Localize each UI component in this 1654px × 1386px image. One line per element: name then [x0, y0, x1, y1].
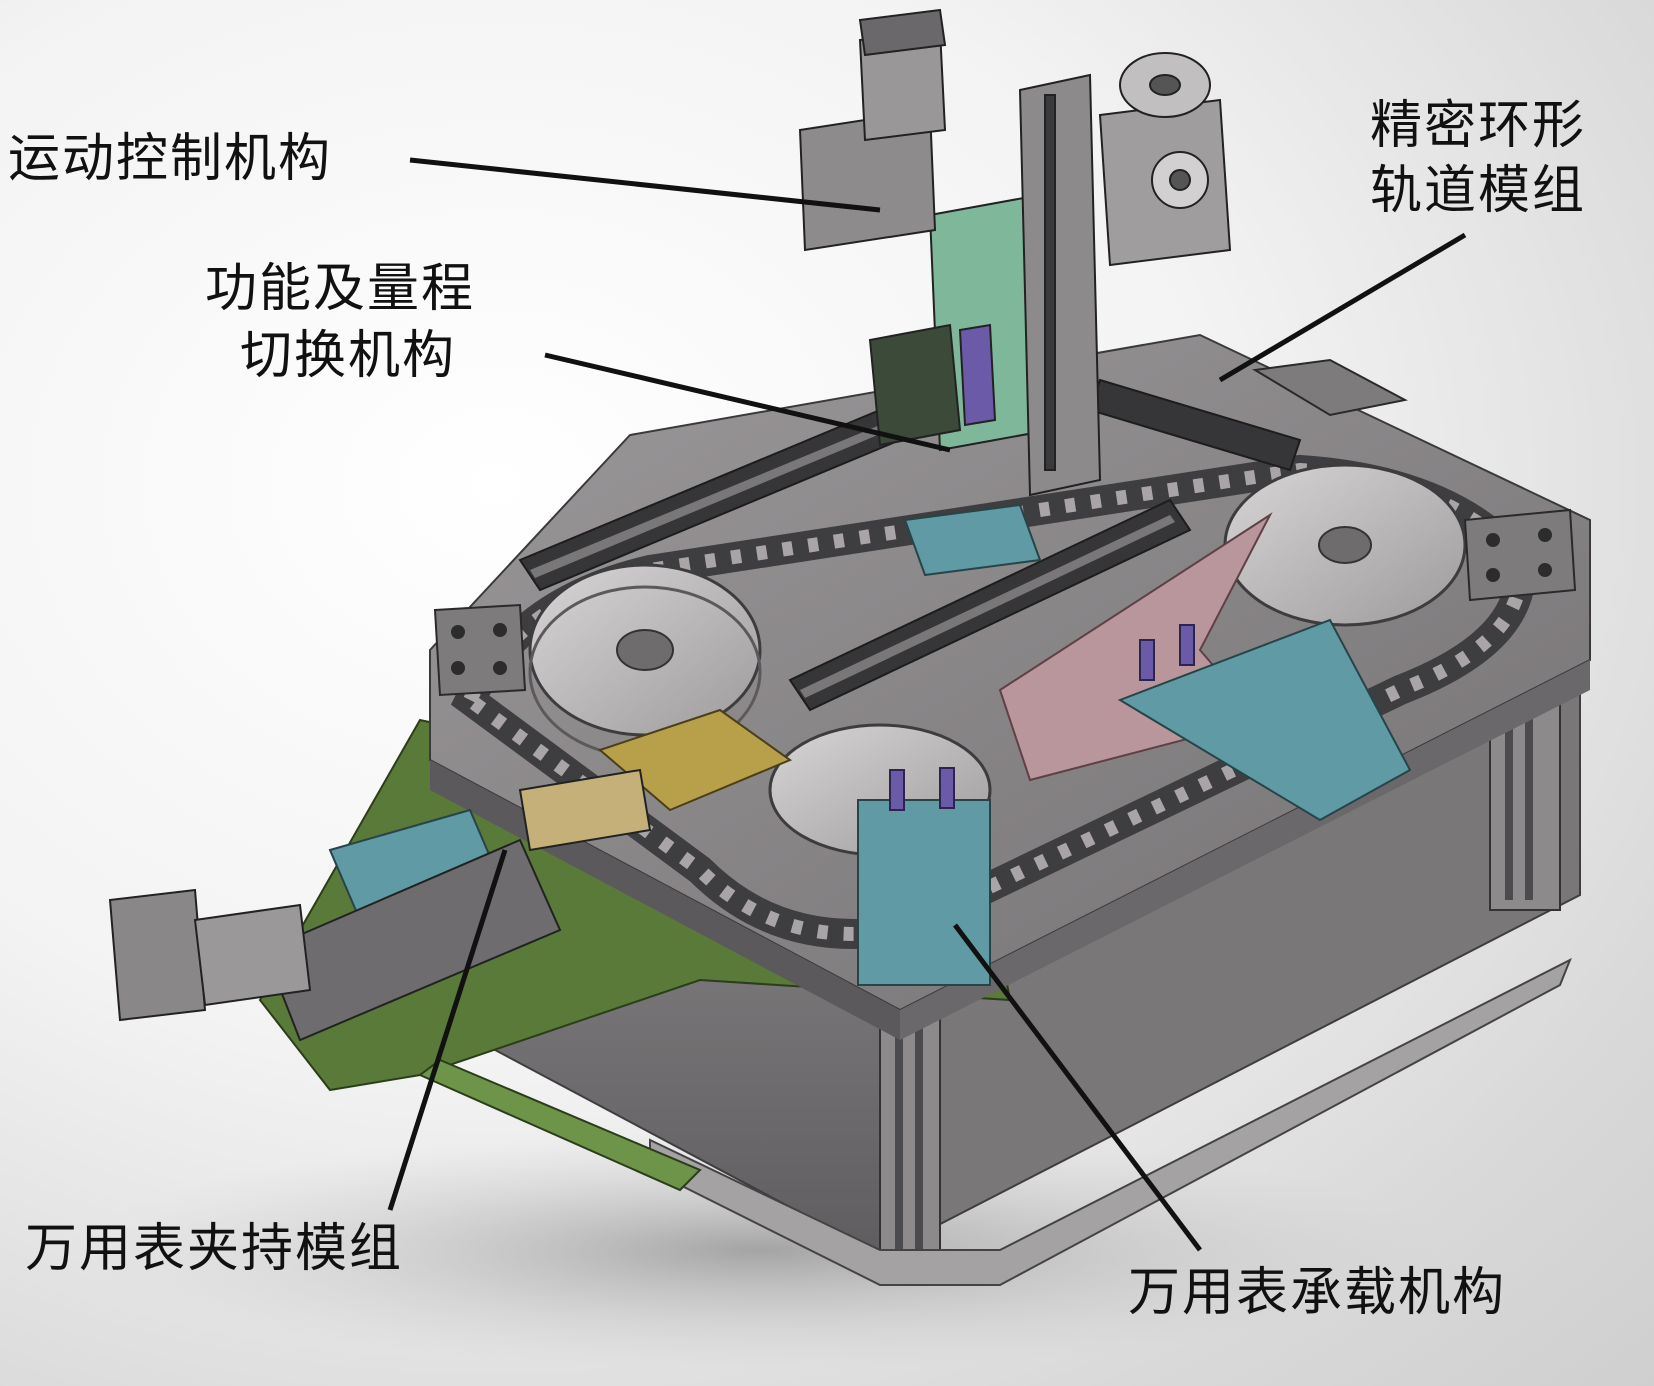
label-track-line1: 精密环形	[1370, 96, 1587, 156]
yellow-fixture	[598, 708, 793, 812]
purple-posts	[889, 624, 1195, 811]
leader-switch	[544, 352, 951, 453]
label-switch-line2: 切换机构	[240, 326, 457, 386]
ground-shadow	[80, 1130, 1440, 1370]
leader-track	[1218, 232, 1467, 383]
disc-left	[528, 563, 762, 759]
label-switch-line1: 功能及量程	[205, 259, 476, 319]
clamp-arm	[108, 768, 652, 1042]
teal-plates	[328, 503, 1412, 986]
linear-rails	[518, 378, 1302, 712]
label-motion-control: 运动控制机构	[8, 129, 333, 189]
label-clamp: 万用表夹持模组	[25, 1219, 404, 1279]
leader-motion-control	[409, 157, 881, 213]
track-drive	[1098, 52, 1232, 267]
leader-lines	[387, 157, 1467, 1252]
motor-assembly	[798, 8, 947, 252]
label-track-line2: 轨道模组	[1370, 161, 1587, 221]
label-carrier: 万用表承载机构	[1128, 1263, 1507, 1323]
switch-column	[868, 73, 1102, 497]
leader-carrier	[953, 923, 1202, 1252]
disc-right	[1223, 463, 1467, 627]
leader-clamp	[387, 849, 508, 1211]
bolt-holes	[451, 528, 1552, 675]
